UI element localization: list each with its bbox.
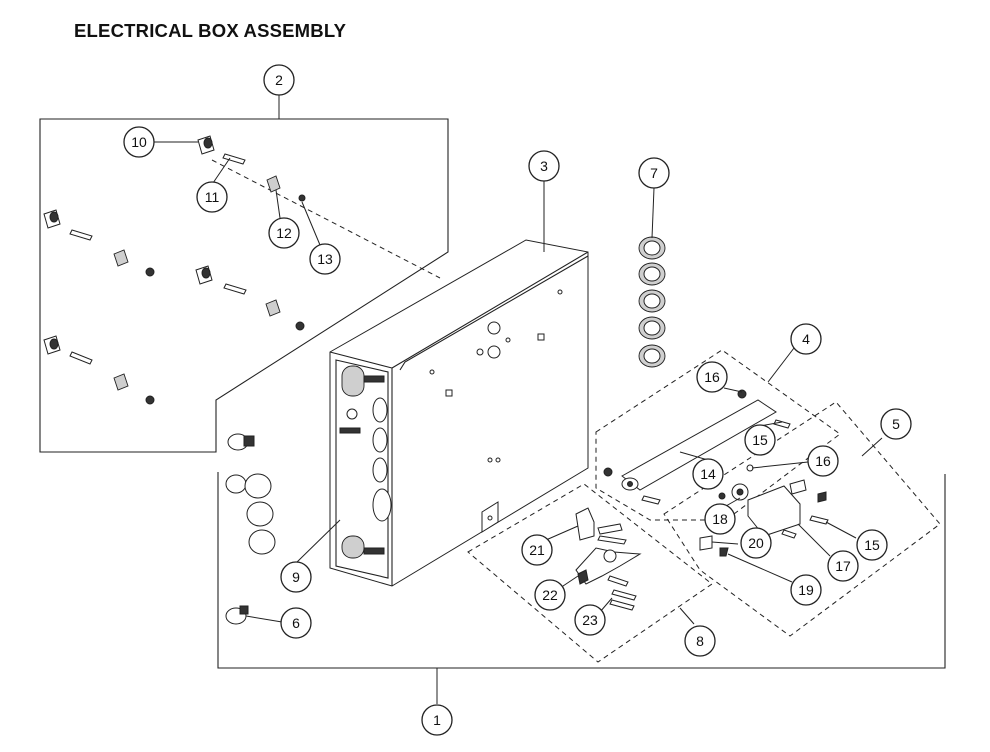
svg-text:20: 20: [748, 535, 764, 551]
page-title: ELECTRICAL BOX ASSEMBLY: [74, 20, 347, 41]
fastener-set: [43, 135, 306, 405]
svg-text:11: 11: [205, 189, 220, 205]
callout-8: 8: [684, 625, 716, 657]
callout-18: 18: [704, 503, 736, 535]
svg-text:22: 22: [542, 587, 558, 603]
svg-text:16: 16: [704, 369, 720, 385]
svg-text:10: 10: [131, 134, 147, 150]
latch-assembly: [699, 464, 829, 557]
svg-text:5: 5: [892, 416, 900, 432]
callout-17: 17: [827, 550, 859, 582]
svg-text:15: 15: [864, 537, 880, 553]
svg-text:13: 13: [317, 251, 333, 267]
svg-text:15: 15: [752, 432, 768, 448]
svg-text:2: 2: [275, 72, 283, 88]
svg-text:21: 21: [529, 542, 545, 558]
svg-text:7: 7: [650, 165, 658, 181]
knob-set: [225, 433, 276, 625]
grommet-stack: [638, 236, 666, 368]
callout-9: 9: [280, 561, 312, 593]
callout-7: 7: [638, 157, 670, 189]
group-2-outline: [39, 118, 449, 453]
callout-2: 2: [263, 64, 295, 96]
svg-text:3: 3: [540, 158, 548, 174]
callout-1: 1: [421, 704, 453, 736]
svg-text:14: 14: [700, 466, 716, 482]
callout-20: 20: [740, 527, 772, 559]
callout-6: 6: [280, 607, 312, 639]
callout-12: 12: [268, 217, 300, 249]
svg-text:1: 1: [433, 712, 441, 728]
lock-assembly: [575, 507, 642, 611]
svg-text:18: 18: [712, 511, 728, 527]
callout-21: 21: [521, 534, 553, 566]
svg-text:19: 19: [798, 582, 814, 598]
group-1-bracket: [217, 472, 946, 669]
callout-5: 5: [880, 408, 912, 440]
svg-text:9: 9: [292, 569, 300, 585]
svg-text:6: 6: [292, 615, 300, 631]
leader-lines: [154, 94, 883, 704]
alignment-line: [211, 159, 441, 279]
svg-text:17: 17: [835, 558, 851, 574]
callout-19: 19: [790, 574, 822, 606]
electrical-box: [329, 239, 589, 587]
svg-text:12: 12: [276, 225, 292, 241]
callout-4: 4: [790, 323, 822, 355]
callout-15b: 15: [856, 529, 888, 561]
callout-23: 23: [574, 604, 606, 636]
callout-15a: 15: [744, 424, 776, 456]
svg-text:16: 16: [815, 453, 831, 469]
callout-10: 10: [123, 126, 155, 158]
callout-16b: 16: [807, 445, 839, 477]
hinge-bar: [603, 389, 791, 505]
callout-14: 14: [692, 458, 724, 490]
group-4-outline: [595, 349, 841, 521]
callout-22: 22: [534, 579, 566, 611]
svg-text:8: 8: [696, 633, 704, 649]
callout-16a: 16: [696, 361, 728, 393]
svg-text:23: 23: [582, 612, 598, 628]
svg-text:4: 4: [802, 331, 810, 347]
callout-11: 11: [196, 181, 228, 213]
callout-3: 3: [528, 150, 560, 182]
callout-13: 13: [309, 243, 341, 275]
group-5-outline: [663, 401, 941, 637]
